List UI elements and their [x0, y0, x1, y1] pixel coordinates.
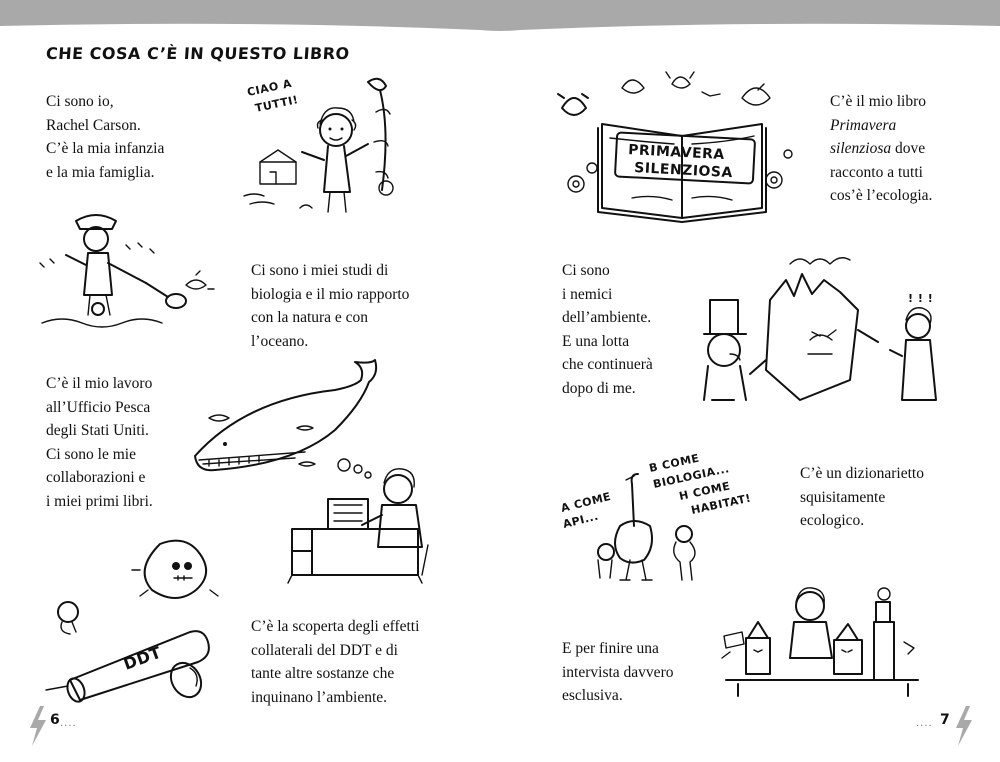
alarm-marks: ! ! ! [908, 292, 933, 305]
ddt-label: DDT [121, 643, 164, 674]
typewriter-desk-illustration [282, 455, 442, 585]
studies-paragraph: Ci sono i miei studi di biologia e il mi… [251, 262, 410, 350]
left-page-number: 6 [50, 712, 60, 728]
book-cover-line-2: SILENZIOSA [634, 160, 733, 181]
silent-spring-book-illustration: PRIMAVERA SILENZIOSA [552, 68, 814, 223]
book-cover-line-1: PRIMAVERA [628, 142, 725, 163]
interview-paragraph: E per finire una intervista davvero escl… [562, 640, 674, 704]
work-paragraph: C’è il mio lavoro all’Ufficio Pesca degl… [46, 375, 153, 510]
book-title: Primavera silenziosa [830, 116, 897, 158]
ddt-paragraph: C’è la scoperta degli effetti collateral… [251, 618, 420, 706]
book-paragraph-start: C’è il mio libro [830, 93, 927, 110]
left-bolt-icon [30, 706, 46, 746]
dictionary-a-line-1: A COME [560, 490, 613, 515]
interview-illustration [718, 587, 928, 700]
book-paragraph-end: dove racconto a tutti cos’è l’ecologia. [830, 140, 933, 204]
whale-illustration [185, 359, 395, 480]
dictionary-paragraph: C’è un dizionarietto squisitamente ecolo… [800, 465, 924, 529]
top-band [0, 0, 1000, 31]
intro-paragraph: Ci sono io, Rachel Carson. C’è la mia in… [46, 93, 165, 181]
right-bolt-icon [956, 706, 972, 746]
left-page-dots: .... [60, 718, 77, 729]
page-heading: CHE COSA C’È IN QUESTO LIBRO [45, 44, 351, 63]
right-page-dots: .... [916, 718, 933, 729]
enemies-paragraph: Ci sono i nemici dell’ambiente. E una lo… [562, 262, 653, 397]
rachel-greeting-illustration: CIAO A TUTTI! [240, 72, 400, 222]
ddt-cylinder-illustration: DDT [40, 539, 250, 710]
right-page-number: 7 [940, 712, 950, 728]
child-with-net-illustration [36, 205, 226, 335]
book-paragraph: C’è il mio libro Primavera silenziosa do… [830, 90, 932, 208]
greeting-line-2: TUTTI! [254, 93, 300, 115]
environment-enemies-illustration: ! ! ! [690, 250, 950, 412]
dictionary-ostrich-illustration: A COME API... B COME BIOLOGIA... H COME … [556, 452, 782, 586]
